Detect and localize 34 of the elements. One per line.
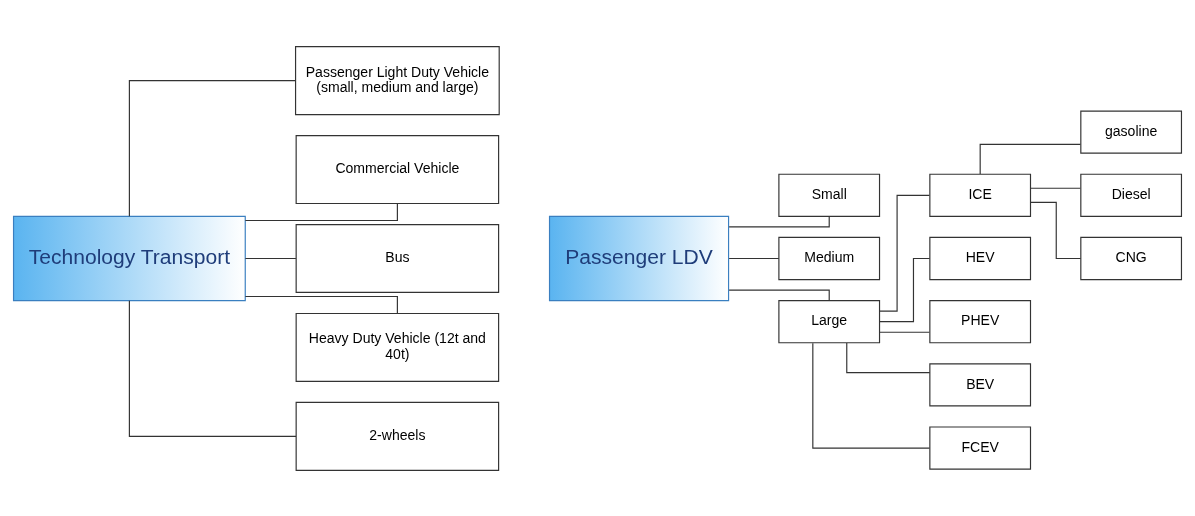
- connector: [728, 257, 780, 259]
- node-box: ICE: [929, 173, 1032, 217]
- node-box: Passenger LDV: [548, 215, 730, 301]
- node-box: Technology Transport: [12, 215, 246, 301]
- connector: [728, 289, 830, 301]
- connector: [128, 79, 296, 217]
- connector: [244, 295, 398, 314]
- node-box: Passenger Light Duty Vehicle (small, medium and large): [295, 45, 500, 115]
- node-box: Large: [778, 299, 881, 343]
- node-box: Diesel: [1080, 173, 1183, 217]
- connector: [846, 341, 931, 373]
- node-box: gasoline: [1080, 109, 1183, 154]
- node-box: Heavy Duty Vehicle (12t and 40t): [295, 312, 500, 382]
- connector: [728, 215, 830, 227]
- node-box: CNG: [1080, 236, 1183, 280]
- node-box: Bus: [295, 223, 500, 293]
- node-box: Commercial Vehicle: [295, 134, 500, 204]
- connector: [979, 143, 1082, 175]
- connector: [1030, 201, 1082, 259]
- node-box: Medium: [778, 236, 881, 280]
- connector: [244, 202, 398, 221]
- node-box: Small: [778, 173, 881, 217]
- connector: [1030, 187, 1081, 189]
- connector: [244, 257, 297, 259]
- node-box: FCEV: [929, 425, 1032, 470]
- connector: [812, 342, 931, 449]
- node-box: PHEV: [929, 299, 1032, 343]
- connector: [879, 194, 931, 312]
- connector: [879, 331, 930, 333]
- connector: [128, 299, 297, 437]
- node-box: HEV: [929, 236, 1032, 280]
- node-box: BEV: [929, 362, 1032, 407]
- node-box: 2-wheels: [295, 401, 500, 471]
- connector: [879, 257, 931, 322]
